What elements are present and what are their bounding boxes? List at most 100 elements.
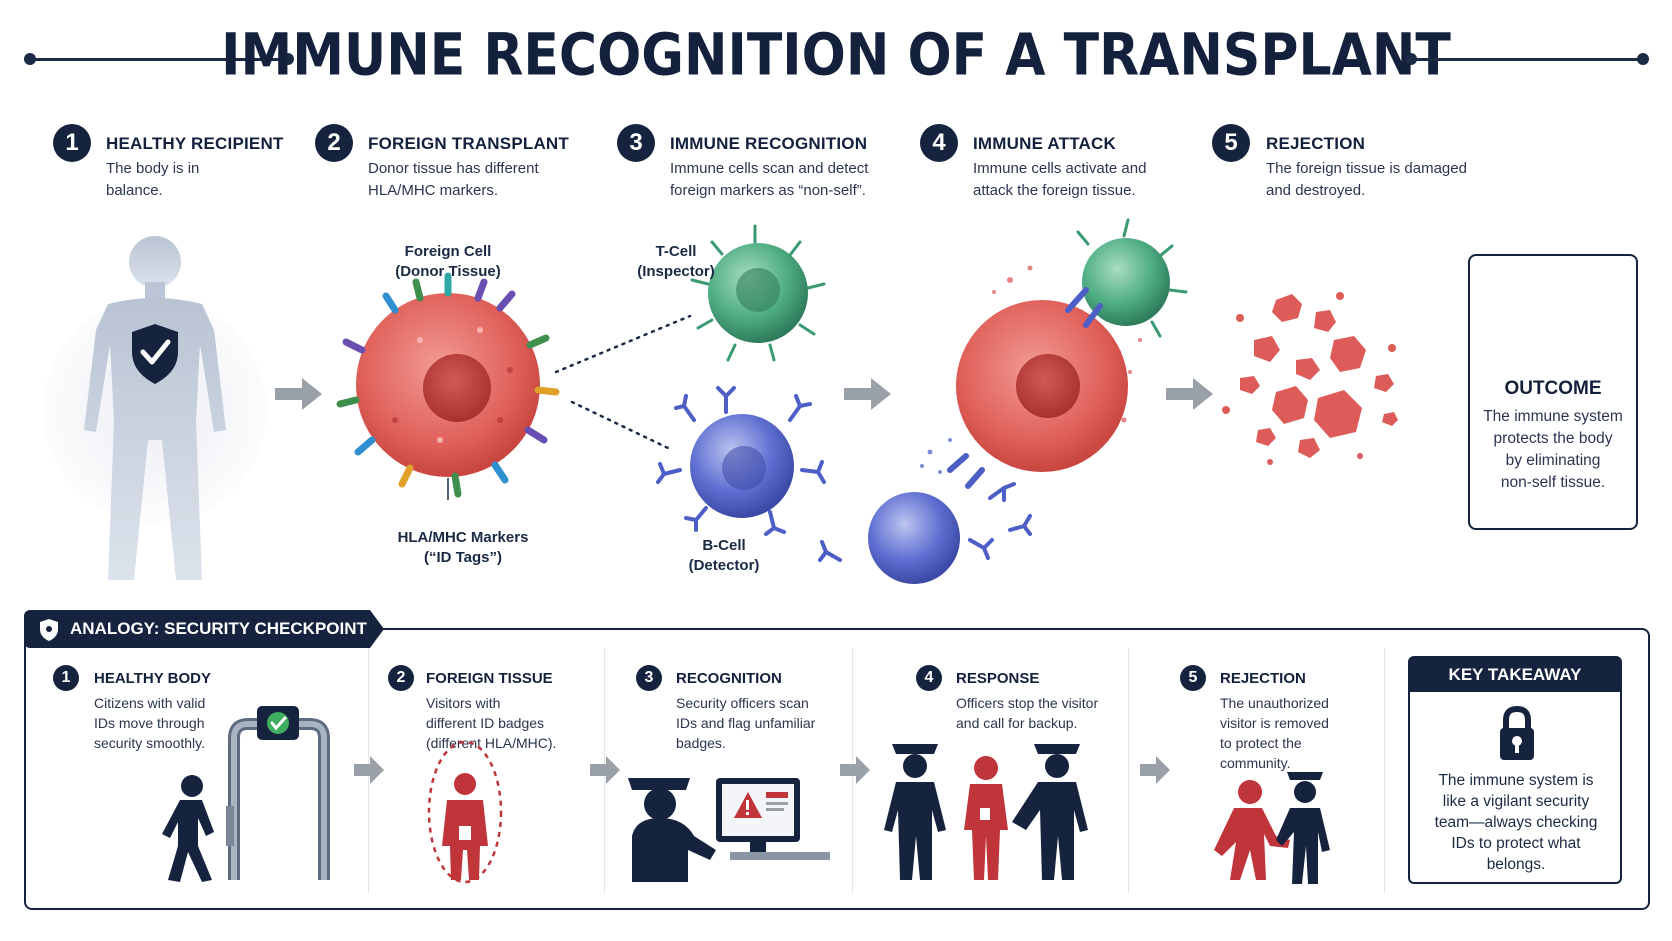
- arrow-icon: [844, 378, 891, 410]
- analogy-panel: [24, 628, 1650, 910]
- step-desc-line: and destroyed.: [1266, 182, 1366, 199]
- outcome-line: by eliminating: [1505, 452, 1601, 469]
- step-desc-line: and call for backup.: [956, 715, 1078, 731]
- outcome-box: OUTCOME The immune system protects the b…: [1468, 254, 1638, 530]
- visitor-icon: [427, 740, 503, 884]
- lock-icon: [1500, 706, 1534, 760]
- arrow-icon: [590, 756, 620, 784]
- key-line: belongs.: [1486, 856, 1546, 873]
- t-cell-sublabel: (Inspector): [637, 263, 715, 280]
- officer-computer-icon: [628, 778, 830, 882]
- step-desc-line: security smoothly.: [94, 735, 205, 751]
- step-number-badge: 1: [53, 665, 79, 691]
- step-title: IMMUNE RECOGNITION: [670, 134, 868, 153]
- title-left-dot-end: [282, 53, 294, 65]
- step-desc-line: different ID badges: [426, 715, 545, 731]
- foreign-cell-sublabel: (Donor Tissue): [395, 263, 501, 280]
- step-number-badge: 2: [315, 124, 353, 162]
- step-title: FOREIGN TISSUE: [426, 670, 553, 687]
- human-body-icon: [43, 236, 267, 580]
- step-desc-line: to protect the: [1220, 735, 1302, 751]
- removal-icon: [1214, 772, 1330, 884]
- title-left-rule: [30, 58, 292, 61]
- shield-icon: [40, 619, 58, 641]
- divider: [1128, 648, 1129, 893]
- step-desc-line: Visitors with: [426, 695, 501, 711]
- step-desc-line: Donor tissue has different: [368, 160, 539, 177]
- step-desc-line: visitor is removed: [1220, 715, 1329, 731]
- shield-check-icon: [132, 324, 178, 384]
- step-title: HEALTHY BODY: [94, 670, 211, 687]
- step-desc-line: Officers stop the visitor: [956, 695, 1099, 711]
- step-desc-line: IDs and flag unfamiliar: [676, 715, 816, 731]
- analogy-tab: ANALOGY: SECURITY CHECKPOINT: [24, 610, 384, 648]
- foreign-cell-label: Foreign Cell: [404, 243, 492, 260]
- key-line: IDs to protect what: [1451, 835, 1581, 852]
- step-number-badge: 5: [1212, 124, 1250, 162]
- step-desc-line: The unauthorized: [1220, 695, 1329, 711]
- security-gate-icon: [228, 706, 330, 880]
- key-takeaway-box: KEY TAKEAWAY The immune system is like a…: [1408, 656, 1622, 884]
- step-title: REJECTION: [1220, 670, 1306, 687]
- step-desc-line: Citizens with valid: [94, 695, 206, 711]
- step-desc-line: Security officers scan: [676, 695, 809, 711]
- step-desc-line: community.: [1220, 755, 1291, 771]
- arrow-icon: [275, 378, 322, 410]
- outcome-line: protects the body: [1493, 430, 1613, 447]
- step-desc-line: foreign markers as “non-self”.: [670, 182, 866, 199]
- immune-attack-icon: [818, 218, 1188, 584]
- step-number-badge: 1: [53, 124, 91, 162]
- title-right-dot-end: [1637, 53, 1649, 65]
- b-cell-label: B-Cell: [702, 537, 746, 554]
- step-desc-line: IDs move through: [94, 715, 205, 731]
- key-line: like a vigilant security: [1442, 793, 1590, 810]
- step-desc-line: Immune cells activate and: [973, 160, 1147, 177]
- key-line: The immune system is: [1438, 772, 1594, 789]
- arrow-icon: [354, 756, 384, 784]
- step-number-badge: 4: [916, 665, 942, 691]
- t-cell-icon: [690, 224, 826, 362]
- step-number-badge: 3: [636, 665, 662, 691]
- outcome-title: OUTCOME: [1504, 378, 1602, 399]
- b-cell-sublabel: (Detector): [688, 557, 760, 574]
- key-line: team—always checking: [1434, 814, 1598, 831]
- t-cell-label: T-Cell: [655, 243, 697, 260]
- step-desc-line: The foreign tissue is damaged: [1266, 160, 1467, 177]
- step-number-badge: 4: [920, 124, 958, 162]
- step-desc-line: HLA/MHC markers.: [368, 182, 499, 199]
- step-title: HEALTHY RECIPIENT: [106, 134, 284, 153]
- markers-sublabel: (“ID Tags”): [423, 549, 503, 566]
- step-number-badge: 3: [617, 124, 655, 162]
- step-desc-line: attack the foreign tissue.: [973, 182, 1136, 199]
- step-number-badge: 5: [1180, 665, 1206, 691]
- key-takeaway-text: The immune system is like a vigilant sec…: [1418, 770, 1614, 875]
- markers-label: HLA/MHC Markers: [397, 529, 529, 546]
- arrow-icon: [1140, 756, 1170, 784]
- outcome-line: non-self tissue.: [1500, 474, 1606, 491]
- step-title: FOREIGN TRANSPLANT: [368, 134, 569, 153]
- outcome-text: The immune system protects the body by e…: [1470, 406, 1636, 494]
- foreign-cell-icon: [336, 272, 560, 500]
- step-title: REJECTION: [1266, 134, 1366, 153]
- step-title: IMMUNE ATTACK: [973, 134, 1116, 153]
- walking-person-icon: [162, 775, 234, 882]
- step-desc-line: badges.: [676, 735, 726, 751]
- step-title: RESPONSE: [956, 670, 1040, 687]
- divider: [1384, 648, 1385, 893]
- arrow-icon: [840, 756, 870, 784]
- step-desc-line: (different HLA/MHC).: [426, 735, 557, 751]
- outcome-line: The immune system: [1483, 408, 1623, 425]
- step-desc-line: Immune cells scan and detect: [670, 160, 869, 177]
- b-cell-icon: [656, 386, 826, 536]
- analogy-tab-label: ANALOGY: SECURITY CHECKPOINT: [70, 619, 367, 638]
- key-takeaway-title: KEY TAKEAWAY: [1410, 658, 1620, 692]
- page-title: IMMUNE RECOGNITION OF A TRANSPLANT: [221, 22, 1451, 90]
- destroyed-tissue-icon: [1222, 292, 1398, 465]
- title-right-rule: [1411, 58, 1643, 61]
- step-title: RECOGNITION: [676, 670, 782, 687]
- step-desc-line: The body is in: [106, 160, 200, 177]
- step-number-badge: 2: [388, 665, 414, 691]
- officers-stop-visitor-icon: [884, 744, 1088, 880]
